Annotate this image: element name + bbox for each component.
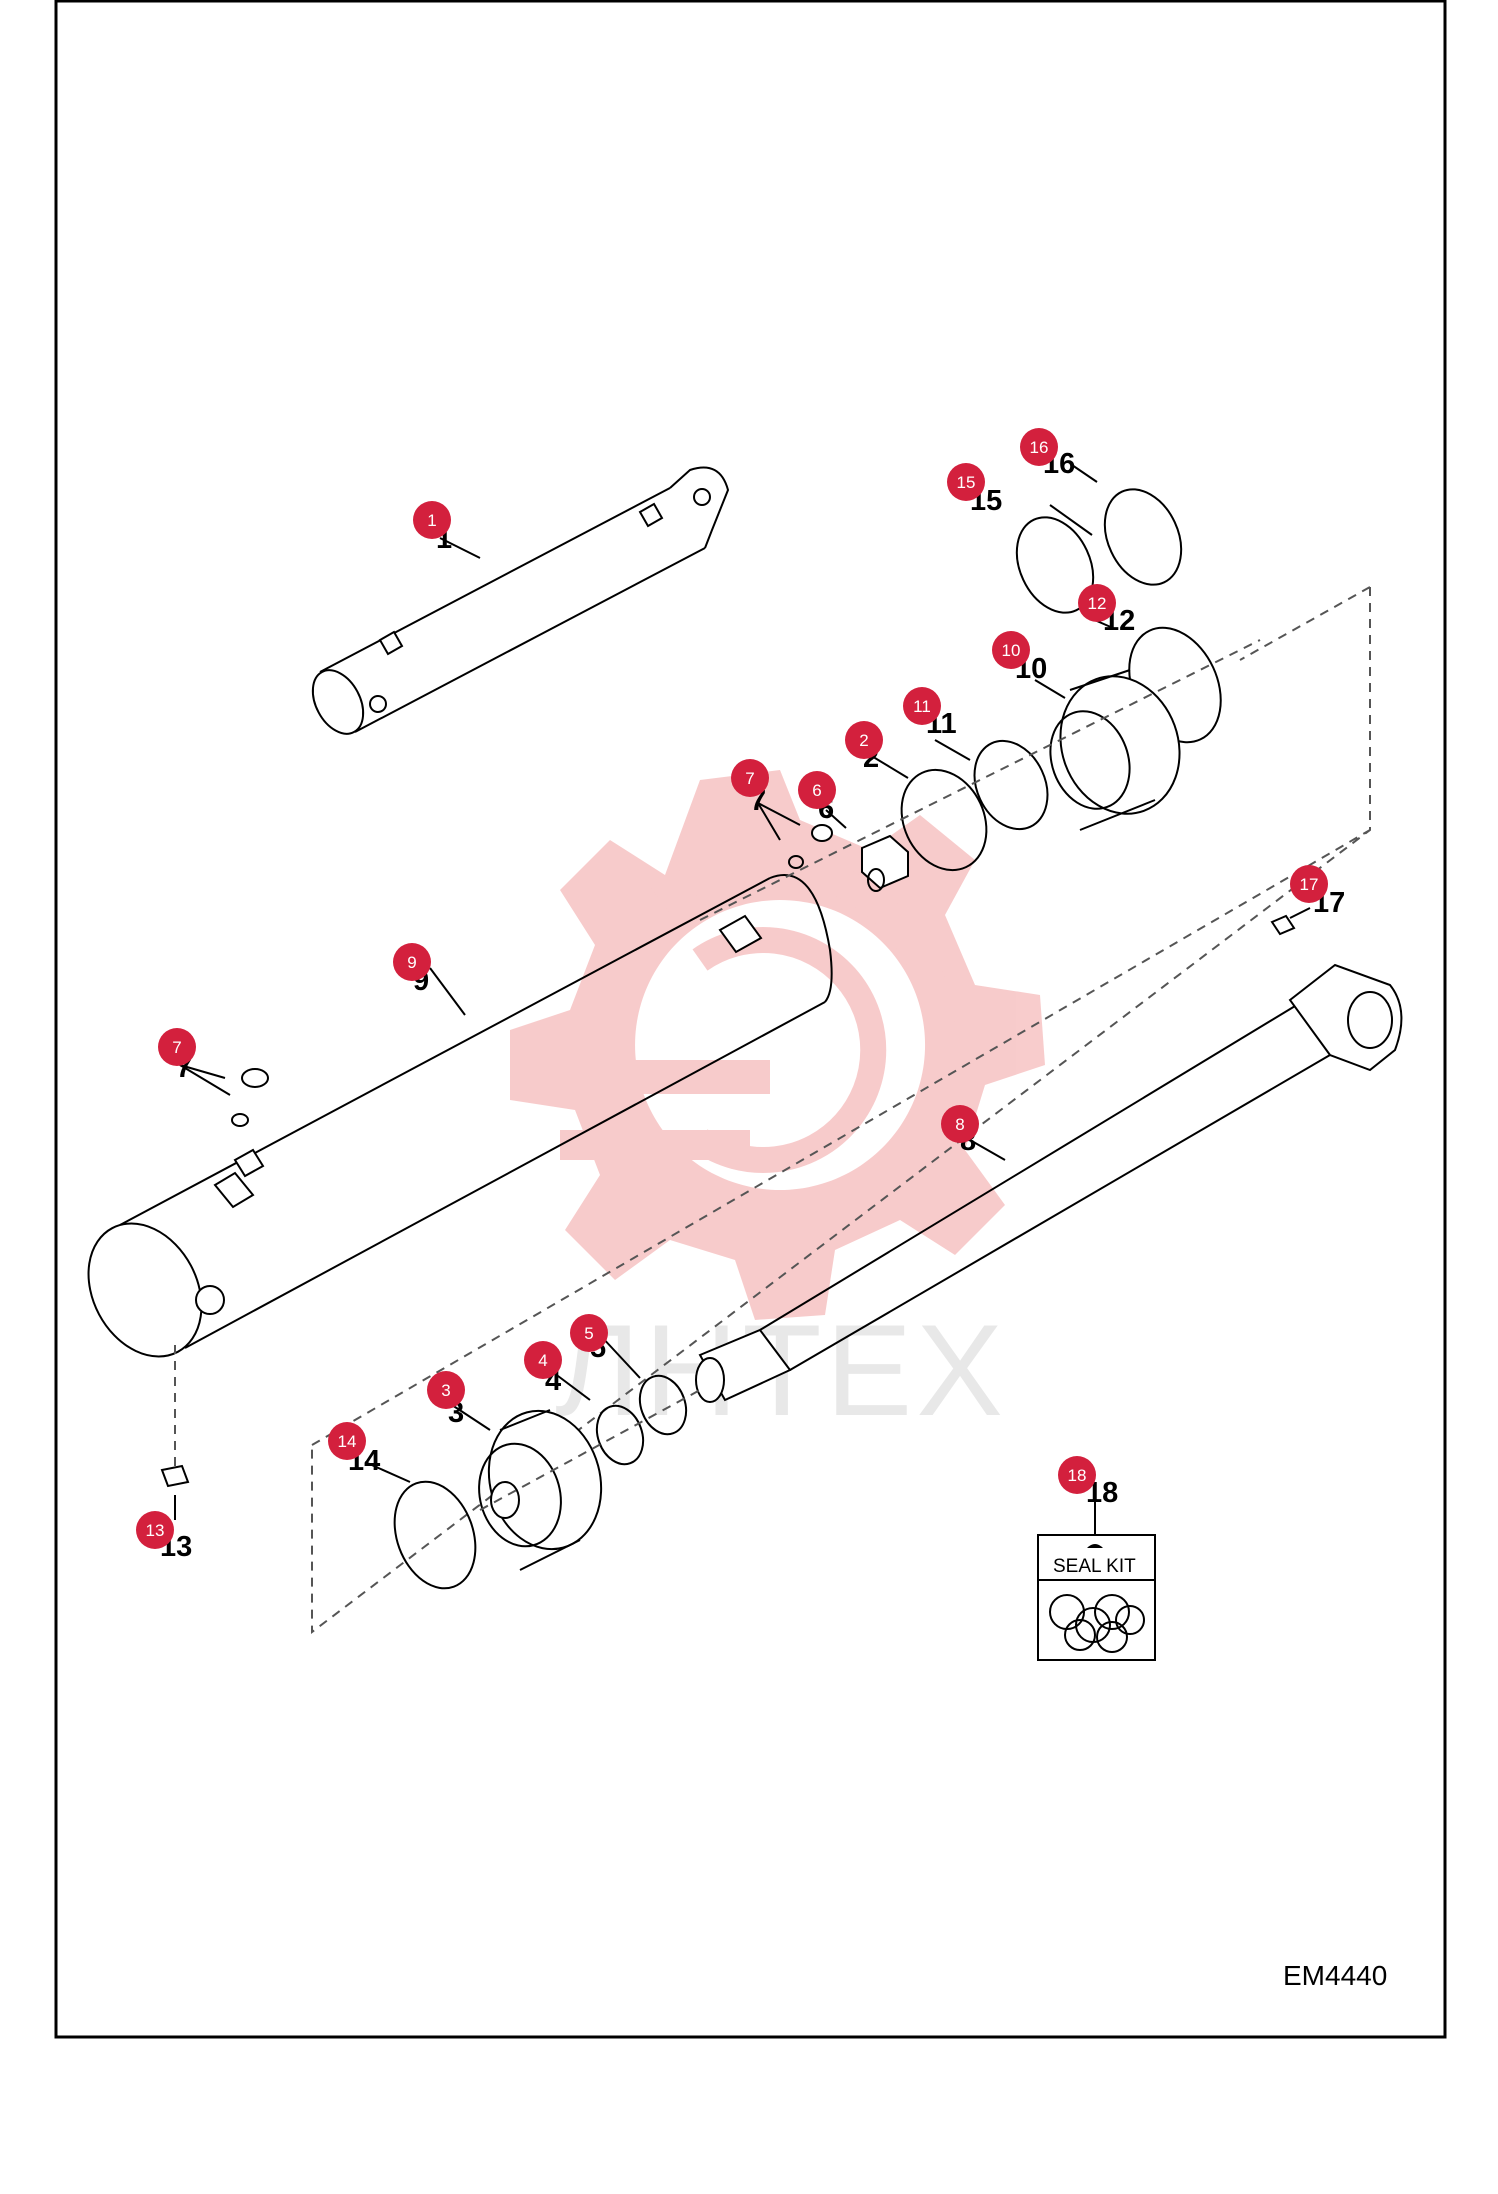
hotspot-9[interactable]: 9 <box>393 943 431 981</box>
hotspot-label-7b: 7 <box>745 769 754 788</box>
assembly-dashed-outline <box>311 586 1371 1635</box>
hotspot-label-11: 11 <box>913 697 931 716</box>
hotspot-16[interactable]: 16 <box>1020 428 1058 466</box>
hotspot-label-12: 12 <box>1088 594 1107 613</box>
lower-seals <box>160 1374 701 1590</box>
hotspot-8[interactable]: 8 <box>941 1105 979 1143</box>
hotspot-11[interactable]: 11 <box>903 687 941 725</box>
hotspot-10[interactable]: 10 <box>992 631 1030 669</box>
hotspot-3[interactable]: 3 <box>427 1371 465 1409</box>
hotspot-1[interactable]: 1 <box>413 501 451 539</box>
hotspot-label-1: 1 <box>427 511 436 530</box>
hotspot-label-2: 2 <box>859 731 868 750</box>
hotspot-18[interactable]: 18 <box>1058 1456 1096 1494</box>
hotspot-4[interactable]: 4 <box>524 1341 562 1379</box>
piston-rod <box>695 914 1403 1403</box>
leader-lines <box>174 464 1311 1535</box>
watermark-logo: ЛHTEX <box>510 770 1045 1443</box>
diagram-code: EM4440 <box>1283 1960 1387 1991</box>
hotspot-label-4: 4 <box>538 1351 547 1370</box>
hotspot-13[interactable]: 13 <box>136 1511 174 1549</box>
diagram-border <box>54 0 1447 2039</box>
hotspot-label-8: 8 <box>955 1115 964 1134</box>
hotspot-14[interactable]: 14 <box>328 1422 366 1460</box>
hotspot-label-13: 13 <box>146 1521 165 1540</box>
hotspot-label-3: 3 <box>441 1381 450 1400</box>
hotspot-label-16: 16 <box>1030 438 1049 457</box>
upper-seals <box>699 488 1261 921</box>
cylinder-barrel <box>87 874 833 1480</box>
seal-kit-label: SEAL KIT <box>1053 1556 1136 1577</box>
hotspot-label-14: 14 <box>338 1432 357 1451</box>
hotspots: 1 2 3 4 5 6 7 7 8 9 10 11 12 13 14 15 16… <box>136 428 1328 1549</box>
hotspot-7a[interactable]: 7 <box>158 1028 196 1066</box>
cylinder-overview <box>311 466 730 735</box>
hotspot-12[interactable]: 12 <box>1078 584 1116 622</box>
hotspot-label-18: 18 <box>1068 1466 1087 1485</box>
head-gland <box>1049 669 1181 831</box>
hotspot-label-15: 15 <box>957 473 976 492</box>
seal-kit-box: SEAL KIT <box>1037 1534 1156 1661</box>
hotspot-label-7a: 7 <box>172 1038 181 1057</box>
hotspot-15[interactable]: 15 <box>947 463 985 501</box>
hotspot-6[interactable]: 6 <box>798 771 836 809</box>
hotspot-label-17: 17 <box>1300 875 1319 894</box>
hotspot-label-10: 10 <box>1002 641 1021 660</box>
hotspot-17[interactable]: 17 <box>1290 865 1328 903</box>
piston <box>478 1409 603 1571</box>
hotspot-label-6: 6 <box>812 781 821 800</box>
hotspot-7b[interactable]: 7 <box>731 759 769 797</box>
hotspot-5[interactable]: 5 <box>570 1314 608 1352</box>
hotspot-label-5: 5 <box>584 1324 593 1343</box>
hotspot-2[interactable]: 2 <box>845 721 883 759</box>
hotspot-label-9: 9 <box>407 953 416 972</box>
